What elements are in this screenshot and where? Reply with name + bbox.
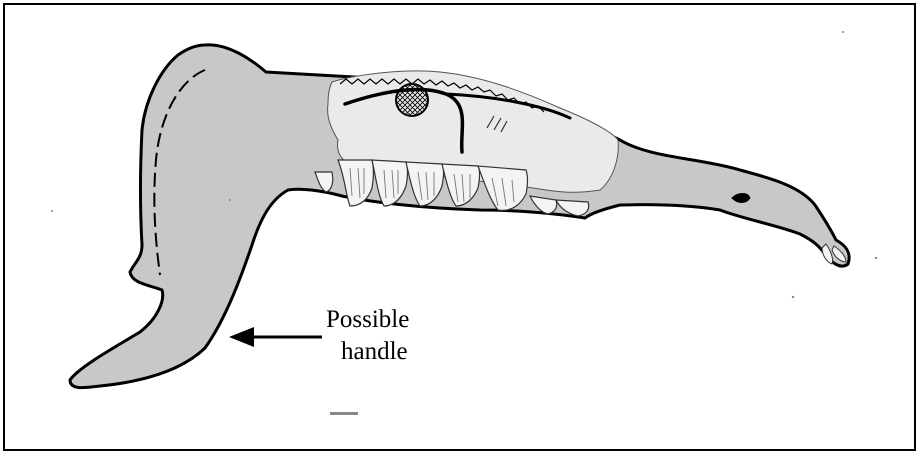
crosshatched-socket bbox=[396, 84, 428, 116]
annotation-label-line1: Possible bbox=[326, 307, 409, 332]
annotation-label-line2: handle bbox=[341, 339, 408, 364]
annotation-arrow bbox=[229, 327, 322, 347]
